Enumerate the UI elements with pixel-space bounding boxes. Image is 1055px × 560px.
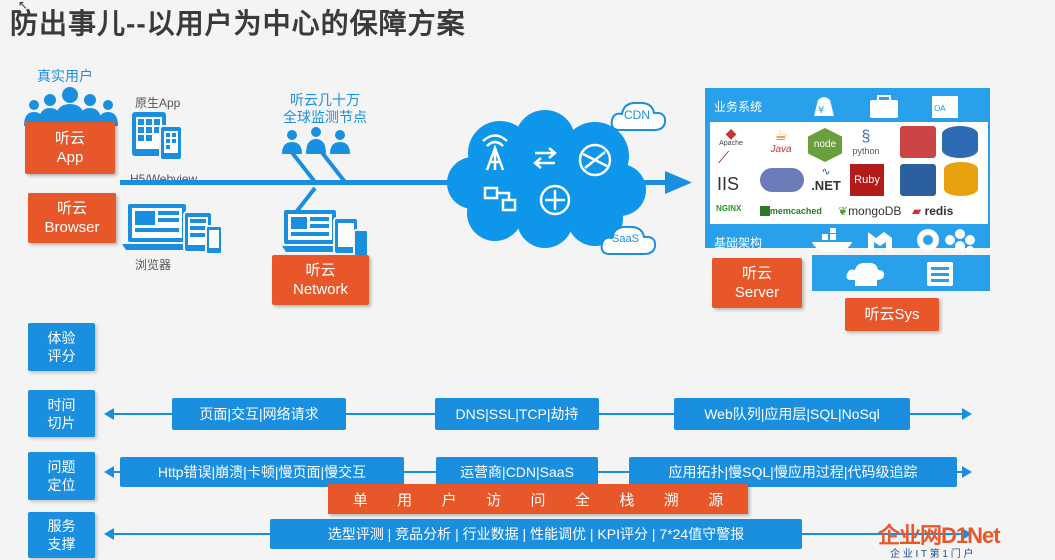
dotnet-logo: ∿ .NET <box>806 166 846 193</box>
monitor-nodes-icon <box>282 127 350 154</box>
tingyun-sys-box[interactable]: 听云Sys <box>845 298 939 331</box>
time-slice-pill-frontend: 页面|交互|网络请求 <box>172 398 346 430</box>
internet-cloud <box>447 110 646 248</box>
row-label-experience-line2: 评分 <box>47 348 76 364</box>
python-logo: § python <box>846 128 886 156</box>
svg-text:¥: ¥ <box>818 105 824 116</box>
trace-char-1: 单 <box>352 491 368 509</box>
apache-logo: ◆Apache <box>719 125 743 147</box>
desktop-devices-icon <box>122 204 223 255</box>
memcached-label: memcached <box>769 206 822 216</box>
trace-char-4: 访 <box>486 491 502 509</box>
watermark-brand: 企业网D1Net <box>878 523 1001 548</box>
users-icon <box>24 87 118 126</box>
infrastructure-label: 基础架构 <box>714 236 763 250</box>
tingyun-server-box[interactable]: 听云 Server <box>712 258 802 308</box>
ruby-logo: Ruby <box>850 164 884 196</box>
trace-char-7: 栈 <box>619 491 635 509</box>
dotnet-label: .NET <box>811 178 841 193</box>
tingyun-app-line1: 听云 <box>54 130 85 147</box>
real-users-label: 真实用户 <box>37 68 93 84</box>
tingyun-network-box[interactable]: 听云 Network <box>272 255 369 305</box>
tingyun-network-line2: Network <box>292 281 348 298</box>
main-flow-arrow <box>120 171 692 194</box>
business-icons: ¥ OA <box>814 95 958 118</box>
time-slice-pill-backend: Web队列|应用层|SQL|NoSql <box>674 398 910 430</box>
row-label-time-slice: 时间 切片 <box>28 390 95 437</box>
issue-pill-backend: 应用拓扑|慢SQL|慢应用过程|代码级追踪 <box>629 457 957 487</box>
trace-char-5: 问 <box>530 491 546 509</box>
nginx-logo: NGINX <box>716 204 742 213</box>
network-caption-line1: 听云几十万 <box>290 92 360 108</box>
network-caption-line2: 全球监测节点 <box>283 109 367 125</box>
sys-panel <box>812 255 990 291</box>
svg-text:OA: OA <box>934 104 946 113</box>
tingyun-browser-line1: 听云 <box>56 200 87 217</box>
trace-char-6: 全 <box>574 491 590 509</box>
row-label-issue-line1: 问题 <box>47 459 76 475</box>
watermark-tagline: 企 业 I T 第 1 门 户 <box>890 549 974 560</box>
business-systems-label: 业务系统 <box>714 100 763 114</box>
database-stack-logo <box>944 162 978 196</box>
issue-pill-network: 运营商|CDN|SaaS <box>436 457 598 487</box>
row-label-issue-line2: 定位 <box>47 477 76 493</box>
apache-label: Apache <box>719 140 743 147</box>
java-label: Java <box>770 144 792 155</box>
native-app-label: 原生App <box>135 96 181 110</box>
infrastructure-icons <box>812 228 975 254</box>
tingyun-app-line2: App <box>56 149 84 166</box>
tingyun-server-line2: Server <box>734 284 780 301</box>
node-logo: node <box>808 128 842 162</box>
row-label-time-line2: 切片 <box>47 414 76 431</box>
python-label: python <box>852 146 880 156</box>
row-label-service-line1: 服务 <box>47 518 76 534</box>
node-label: node <box>813 139 837 150</box>
page-title: 防出事儿--以用户为中心的保障方案 <box>10 8 466 39</box>
tingyun-network-line1: 听云 <box>305 262 336 279</box>
browser-label: 浏览器 <box>135 258 172 272</box>
tingyun-browser-line2: Browser <box>44 219 100 236</box>
server-db-logo <box>900 164 936 196</box>
trace-char-8: 溯 <box>663 491 679 509</box>
network-caption: 听云几十万 全球监测节点 <box>270 92 380 126</box>
row-label-service-line2: 支撑 <box>47 536 76 552</box>
sys-icons <box>846 262 953 286</box>
memcached-logo: ▮▮memcached <box>760 206 822 216</box>
redis-label: redis <box>924 204 954 218</box>
trace-char-2: 用 <box>397 491 413 509</box>
row-label-experience-line1: 体验 <box>47 330 76 346</box>
database-blue-logo <box>942 126 978 158</box>
java-logo: ☕ Java <box>766 128 796 156</box>
cursor-icon: ↖ <box>18 0 29 12</box>
database-red-logo <box>900 126 936 158</box>
ruby-label: Ruby <box>854 174 880 186</box>
row-label-time-line1: 时间 <box>47 396 76 413</box>
row-label-experience-score: 体验 评分 <box>28 323 95 371</box>
full-stack-trace-bar: 单 用 户 访 问 全 栈 溯 源 <box>328 484 748 514</box>
row-label-issue-locate: 问题 定位 <box>28 452 95 500</box>
mongodb-logo: ❦mongoDB <box>838 204 902 218</box>
tech-stack-area <box>710 122 988 224</box>
trace-char-3: 户 <box>441 491 457 509</box>
redis-logo: ▰ redis <box>912 204 954 218</box>
trace-char-9: 源 <box>708 491 724 509</box>
mongodb-label: mongoDB <box>848 204 902 218</box>
service-support-pill: 选型评测 | 竞品分析 | 行业数据 | 性能调优 | KPI评分 | 7*24… <box>270 519 802 549</box>
tingyun-server-line1: 听云 <box>741 265 772 282</box>
iis-logo: IIS <box>717 174 740 194</box>
mobile-devices-icon <box>132 112 183 161</box>
php-logo <box>760 168 804 192</box>
tingyun-browser-box[interactable]: 听云 Browser <box>28 193 116 243</box>
time-slice-pill-network: DNS|SSL|TCP|劫持 <box>435 398 599 430</box>
row-label-service-support: 服务 支撑 <box>28 512 95 558</box>
issue-pill-frontend: Http错误|崩溃|卡顿|慢页面|慢交互 <box>120 457 404 487</box>
tingyun-app-box[interactable]: 听云 App <box>25 122 115 174</box>
saas-label: SaaS <box>612 233 639 245</box>
network-devices-icon <box>282 210 369 257</box>
cdn-label: CDN <box>624 108 650 122</box>
cdn-cloud <box>610 101 667 131</box>
feather-logo: ⟋ <box>718 150 730 167</box>
saas-cloud <box>600 225 657 255</box>
